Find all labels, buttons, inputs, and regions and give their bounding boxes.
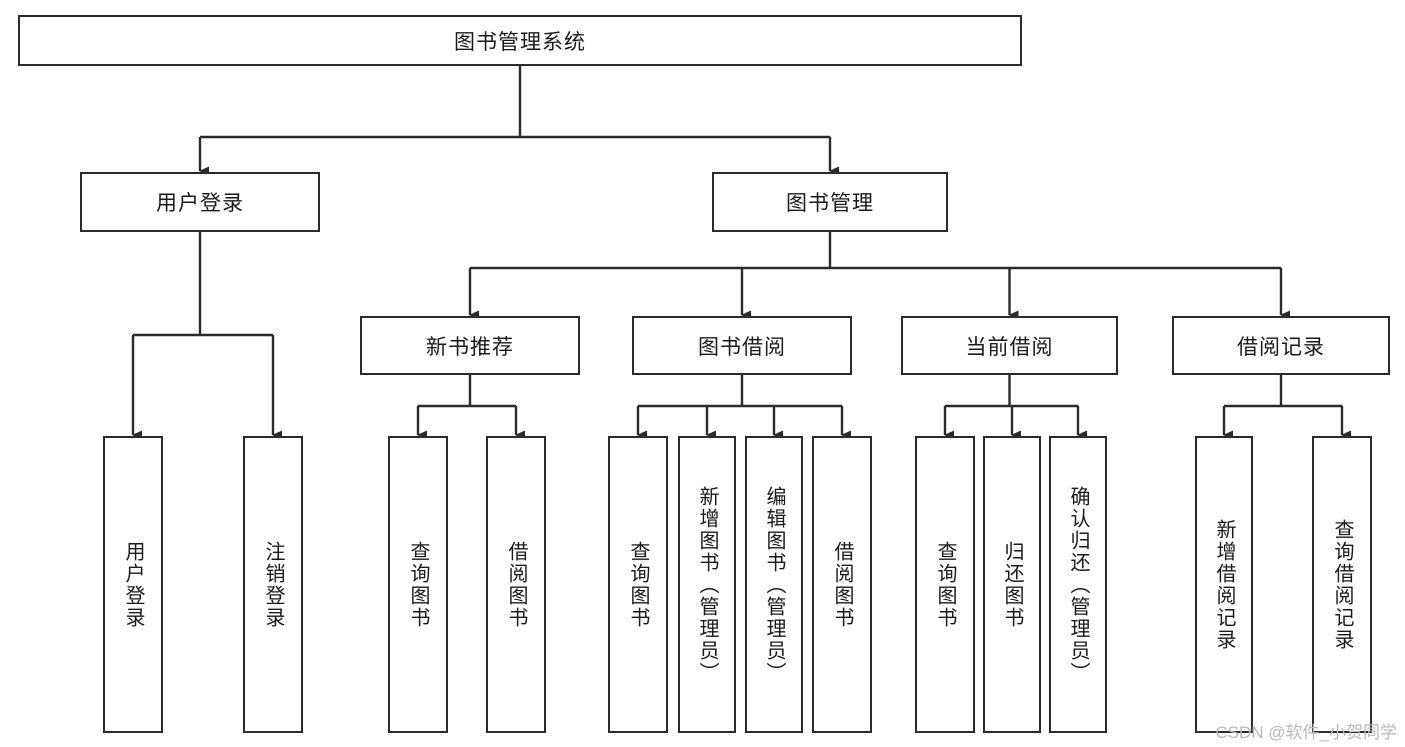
- leaf-edit-book[interactable]: 编辑图书（管理员）: [745, 436, 803, 733]
- leaf-query-book-2-label: 查询图书: [627, 540, 649, 629]
- node-current-borrow[interactable]: 当前借阅: [901, 316, 1118, 375]
- leaf-user-login-label: 用户登录: [122, 540, 144, 629]
- node-root-label: 图书管理系统: [454, 30, 586, 54]
- node-book-manage-label: 图书管理: [786, 192, 874, 215]
- edge-layer: [131, 66, 1351, 440]
- watermark: CSDN @软件_小贺同学: [1215, 723, 1397, 742]
- leaf-user-login[interactable]: 用户登录: [103, 436, 163, 733]
- leaf-add-book-label: 新增图书（管理员）: [696, 485, 718, 684]
- leaf-logout-label: 注销登录: [262, 540, 284, 629]
- leaf-borrow-book-1-label: 借阅图书: [505, 540, 527, 629]
- leaf-query-book-3[interactable]: 查询图书: [915, 436, 975, 733]
- leaf-return-book-label: 归还图书: [1001, 540, 1023, 629]
- leaf-query-book-1-label: 查询图书: [407, 540, 429, 629]
- leaf-return-book[interactable]: 归还图书: [983, 436, 1041, 733]
- leaf-query-book-3-label: 查询图书: [934, 540, 956, 629]
- leaf-query-borrow-record[interactable]: 查询借阅记录: [1312, 436, 1372, 733]
- node-current-borrow-label: 当前借阅: [965, 335, 1054, 359]
- leaf-borrow-book-1[interactable]: 借阅图书: [486, 436, 546, 733]
- leaf-borrow-book-2[interactable]: 借阅图书: [812, 436, 872, 733]
- node-book-borrow-label: 图书借阅: [698, 335, 786, 359]
- leaf-borrow-book-2-label: 借阅图书: [831, 540, 853, 629]
- node-book-borrow[interactable]: 图书借阅: [632, 316, 852, 375]
- leaf-query-borrow-record-label: 查询借阅记录: [1331, 518, 1353, 651]
- leaf-query-book-1[interactable]: 查询图书: [388, 436, 448, 733]
- node-borrow-record-label: 借阅记录: [1237, 335, 1325, 359]
- leaf-query-book-2[interactable]: 查询图书: [608, 436, 668, 733]
- leaf-add-book[interactable]: 新增图书（管理员）: [678, 436, 736, 733]
- leaf-add-borrow-record-label: 新增借阅记录: [1213, 518, 1235, 651]
- node-new-book-recommend[interactable]: 新书推荐: [360, 316, 580, 375]
- leaf-confirm-return-label: 确认归还（管理员）: [1067, 485, 1089, 684]
- leaf-add-borrow-record[interactable]: 新增借阅记录: [1195, 436, 1253, 733]
- leaf-logout[interactable]: 注销登录: [243, 436, 303, 733]
- node-root[interactable]: 图书管理系统: [18, 15, 1022, 66]
- leaf-edit-book-label: 编辑图书（管理员）: [763, 485, 785, 684]
- node-user-login[interactable]: 用户登录: [80, 172, 320, 232]
- node-book-manage[interactable]: 图书管理: [712, 172, 948, 232]
- node-new-book-recommend-label: 新书推荐: [426, 335, 514, 359]
- leaf-confirm-return[interactable]: 确认归还（管理员）: [1049, 436, 1107, 733]
- node-borrow-record[interactable]: 借阅记录: [1172, 316, 1390, 375]
- node-user-login-label: 用户登录: [156, 192, 244, 215]
